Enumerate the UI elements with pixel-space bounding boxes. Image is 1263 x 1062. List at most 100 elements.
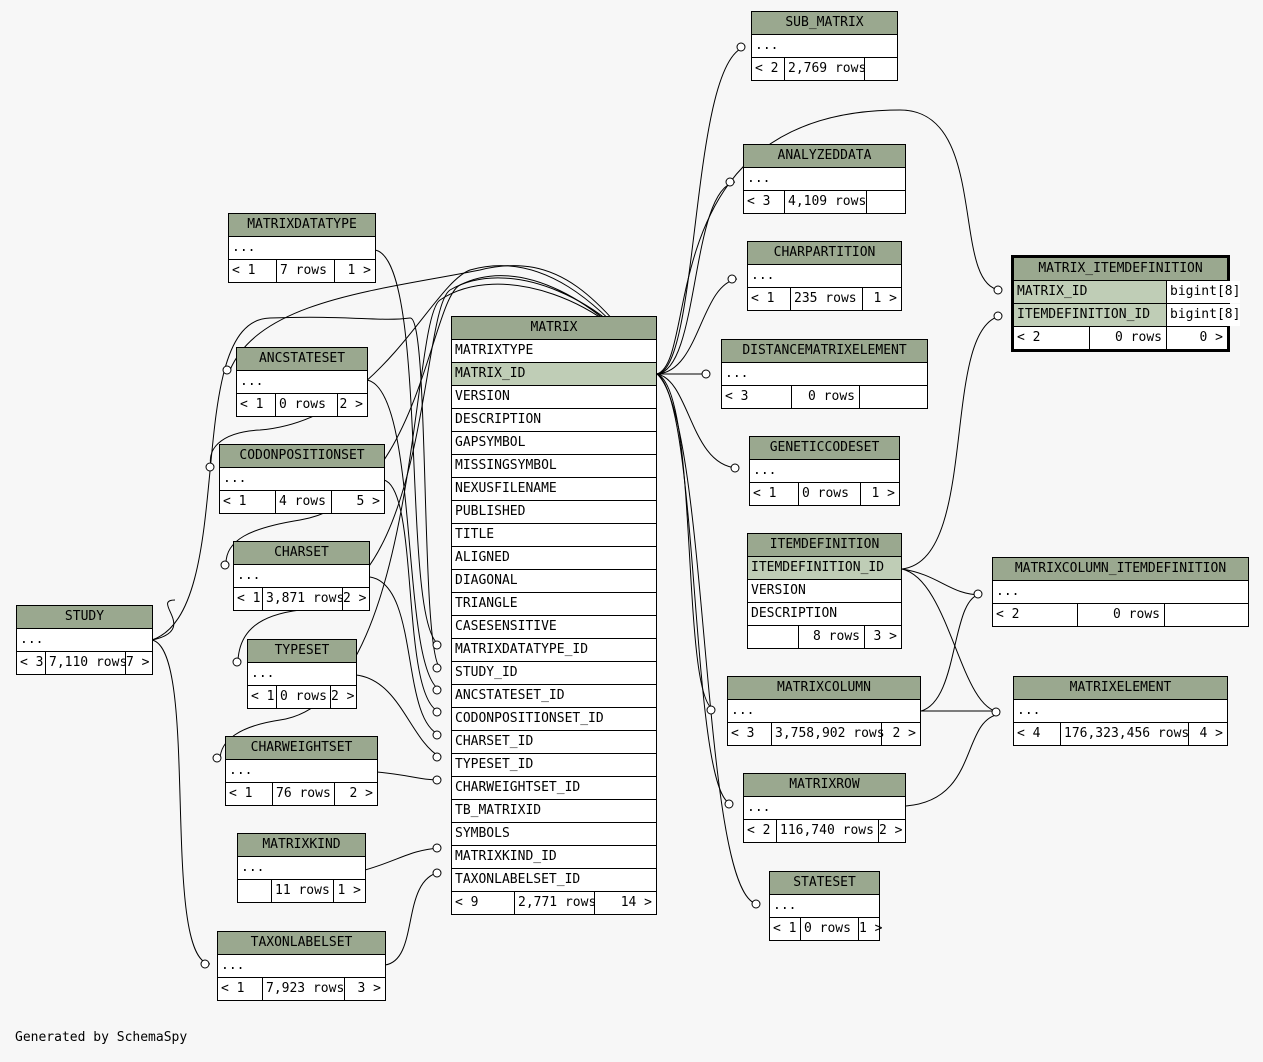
table-title: SUB_MATRIX — [752, 12, 897, 35]
column-study-id: STUDY_ID — [452, 662, 656, 685]
children-count[interactable]: 2 > — [337, 394, 367, 416]
parents-count[interactable]: < 1 — [237, 591, 261, 606]
table-stateset[interactable]: STATESET ... < 1 0 rows 1 > — [769, 871, 882, 941]
columns-ellipsis: ... — [722, 363, 927, 386]
table-charset[interactable]: CHARSET ... < 1 3,871 rows 2 > — [233, 541, 370, 611]
table-title: MATRIXDATATYPE — [229, 214, 375, 237]
columns-ellipsis: ... — [993, 581, 1248, 604]
table-title: CODONPOSITIONSET — [220, 445, 384, 468]
row-count: 0 rows — [791, 386, 859, 408]
row-count: 2,771 rows — [514, 892, 598, 914]
parents-count[interactable]: < 3 — [731, 726, 755, 741]
table-typeset[interactable]: TYPESET ... < 1 0 rows 2 > — [247, 639, 357, 709]
column-diagonal: DIAGONAL — [452, 570, 656, 593]
children-count[interactable]: 2 > — [881, 723, 920, 745]
children-count[interactable]: 1 > — [860, 483, 899, 505]
parents-count[interactable]: < 4 — [1017, 726, 1041, 741]
row-count: 0 rows — [1089, 327, 1166, 349]
table-title: MATRIX_ITEMDEFINITION — [1014, 258, 1227, 281]
table-matrix[interactable]: MATRIX MATRIXTYPE MATRIX_ID VERSION DESC… — [451, 316, 657, 915]
table-footer: < 1 235 rows 1 > — [748, 288, 901, 310]
children-count[interactable]: 14 > — [594, 892, 656, 914]
parents-count[interactable]: < 9 — [455, 895, 479, 910]
table-matrix-itemdefinition[interactable]: MATRIX_ITEMDEFINITION MATRIX_ID bigint[8… — [1011, 255, 1241, 352]
children-count[interactable]: 1 > — [862, 288, 901, 310]
table-footer: < 1 7 rows 1 > — [229, 260, 375, 282]
children-count[interactable]: 0 > — [1166, 327, 1227, 349]
column-version: VERSION — [452, 386, 656, 409]
table-footer: 8 rows 3 > — [748, 626, 901, 648]
parents-count[interactable]: < 3 — [20, 655, 44, 670]
table-geneticcodeset[interactable]: GENETICCODESET ... < 1 0 rows 1 > — [749, 436, 900, 506]
row-count: 0 rows — [1077, 604, 1164, 626]
parents-count[interactable]: < 2 — [1017, 330, 1041, 345]
table-analyzeddata[interactable]: ANALYZEDDATA ... < 3 4,109 rows — [743, 144, 906, 214]
row-count: 76 rows — [272, 783, 338, 805]
column-itemdefinition-id: ITEMDEFINITION_ID bigint[8] — [1014, 304, 1241, 327]
children-count[interactable]: 3 > — [864, 626, 901, 648]
table-matrixcolumn-itemdefinition[interactable]: MATRIXCOLUMN_ITEMDEFINITION ... < 2 0 ro… — [992, 557, 1249, 627]
column-triangle: TRIANGLE — [452, 593, 656, 616]
column-gapsymbol: GAPSYMBOL — [452, 432, 656, 455]
column-itemdefinition-id: ITEMDEFINITION_ID — [748, 557, 901, 580]
table-matrixkind[interactable]: MATRIXKIND ... 11 rows 1 > — [237, 833, 366, 903]
table-sub-matrix[interactable]: SUB_MATRIX ... < 2 2,769 rows — [751, 11, 898, 81]
children-count[interactable] — [864, 58, 897, 80]
columns-ellipsis: ... — [248, 663, 356, 686]
table-study[interactable]: STUDY ... < 3 7,110 rows 7 > — [16, 605, 153, 675]
table-itemdefinition[interactable]: ITEMDEFINITION ITEMDEFINITION_ID VERSION… — [747, 533, 902, 649]
columns-ellipsis: ... — [728, 700, 920, 723]
row-count: 0 rows — [276, 686, 334, 708]
table-title: STATESET — [770, 872, 879, 895]
table-footer: < 3 3,758,902 rows 2 > — [728, 723, 920, 745]
column-matrix-id: MATRIX_ID — [452, 363, 656, 386]
parents-count[interactable]: < 3 — [725, 389, 749, 404]
table-distancematrixelement[interactable]: DISTANCEMATRIXELEMENT ... < 3 0 rows — [721, 339, 928, 409]
row-count: 7,923 rows — [262, 978, 348, 1000]
table-charweightset[interactable]: CHARWEIGHTSET ... < 1 76 rows 2 > — [225, 736, 378, 806]
children-count[interactable]: 2 > — [342, 588, 369, 610]
column-ancstateset-id: ANCSTATESET_ID — [452, 685, 656, 708]
parents-count[interactable]: < 1 — [232, 263, 256, 278]
children-count[interactable]: 2 > — [330, 686, 356, 708]
table-title: TYPESET — [248, 640, 356, 663]
children-count[interactable]: 1 > — [334, 260, 375, 282]
children-count[interactable]: 2 > — [878, 820, 905, 842]
table-matrixcolumn[interactable]: MATRIXCOLUMN ... < 3 3,758,902 rows 2 > — [727, 676, 921, 746]
children-count[interactable] — [866, 191, 905, 213]
parents-count[interactable]: < 1 — [751, 291, 775, 306]
children-count[interactable]: 2 > — [334, 783, 377, 805]
children-count[interactable]: 5 > — [331, 491, 384, 513]
parents-count[interactable]: < 1 — [240, 397, 264, 412]
children-count[interactable]: 1 > — [858, 918, 882, 940]
parents-count[interactable]: < 1 — [753, 486, 777, 501]
columns-ellipsis: ... — [226, 760, 377, 783]
children-count[interactable]: 1 > — [333, 880, 365, 902]
row-count: 11 rows — [271, 880, 333, 902]
children-count[interactable]: 4 > — [1188, 723, 1227, 745]
parents-count[interactable]: < 1 — [221, 981, 245, 996]
column-codonpositionset-id: CODONPOSITIONSET_ID — [452, 708, 656, 731]
parents-count[interactable]: < 1 — [251, 689, 275, 704]
parents-count[interactable]: < 2 — [755, 61, 779, 76]
children-count[interactable] — [1164, 604, 1248, 626]
parents-count[interactable]: < 1 — [223, 494, 247, 509]
parents-count[interactable]: < 2 — [996, 607, 1020, 622]
table-taxonlabelset[interactable]: TAXONLABELSET ... < 1 7,923 rows 3 > — [217, 931, 386, 1001]
table-codonpositionset[interactable]: CODONPOSITIONSET ... < 1 4 rows 5 > — [219, 444, 385, 514]
parents-count[interactable]: < 1 — [773, 921, 797, 936]
table-matrixrow[interactable]: MATRIXROW ... < 2 116,740 rows 2 > — [743, 773, 906, 843]
table-matrixdatatype[interactable]: MATRIXDATATYPE ... < 1 7 rows 1 > — [228, 213, 376, 283]
table-title: DISTANCEMATRIXELEMENT — [722, 340, 927, 363]
parents-count[interactable]: < 1 — [229, 786, 253, 801]
children-count[interactable]: 7 > — [125, 652, 152, 674]
children-count[interactable]: 3 > — [344, 978, 385, 1000]
table-matrixelement[interactable]: MATRIXELEMENT ... < 4 176,323,456 rows 4… — [1013, 676, 1228, 746]
table-ancstateset[interactable]: ANCSTATESET ... < 1 0 rows 2 > — [236, 347, 368, 417]
row-count: 2,769 rows — [784, 58, 868, 80]
column-symbols: SYMBOLS — [452, 823, 656, 846]
parents-count[interactable]: < 2 — [747, 823, 771, 838]
children-count[interactable] — [859, 386, 927, 408]
parents-count[interactable]: < 3 — [747, 194, 771, 209]
table-charpartition[interactable]: CHARPARTITION ... < 1 235 rows 1 > — [747, 241, 902, 311]
